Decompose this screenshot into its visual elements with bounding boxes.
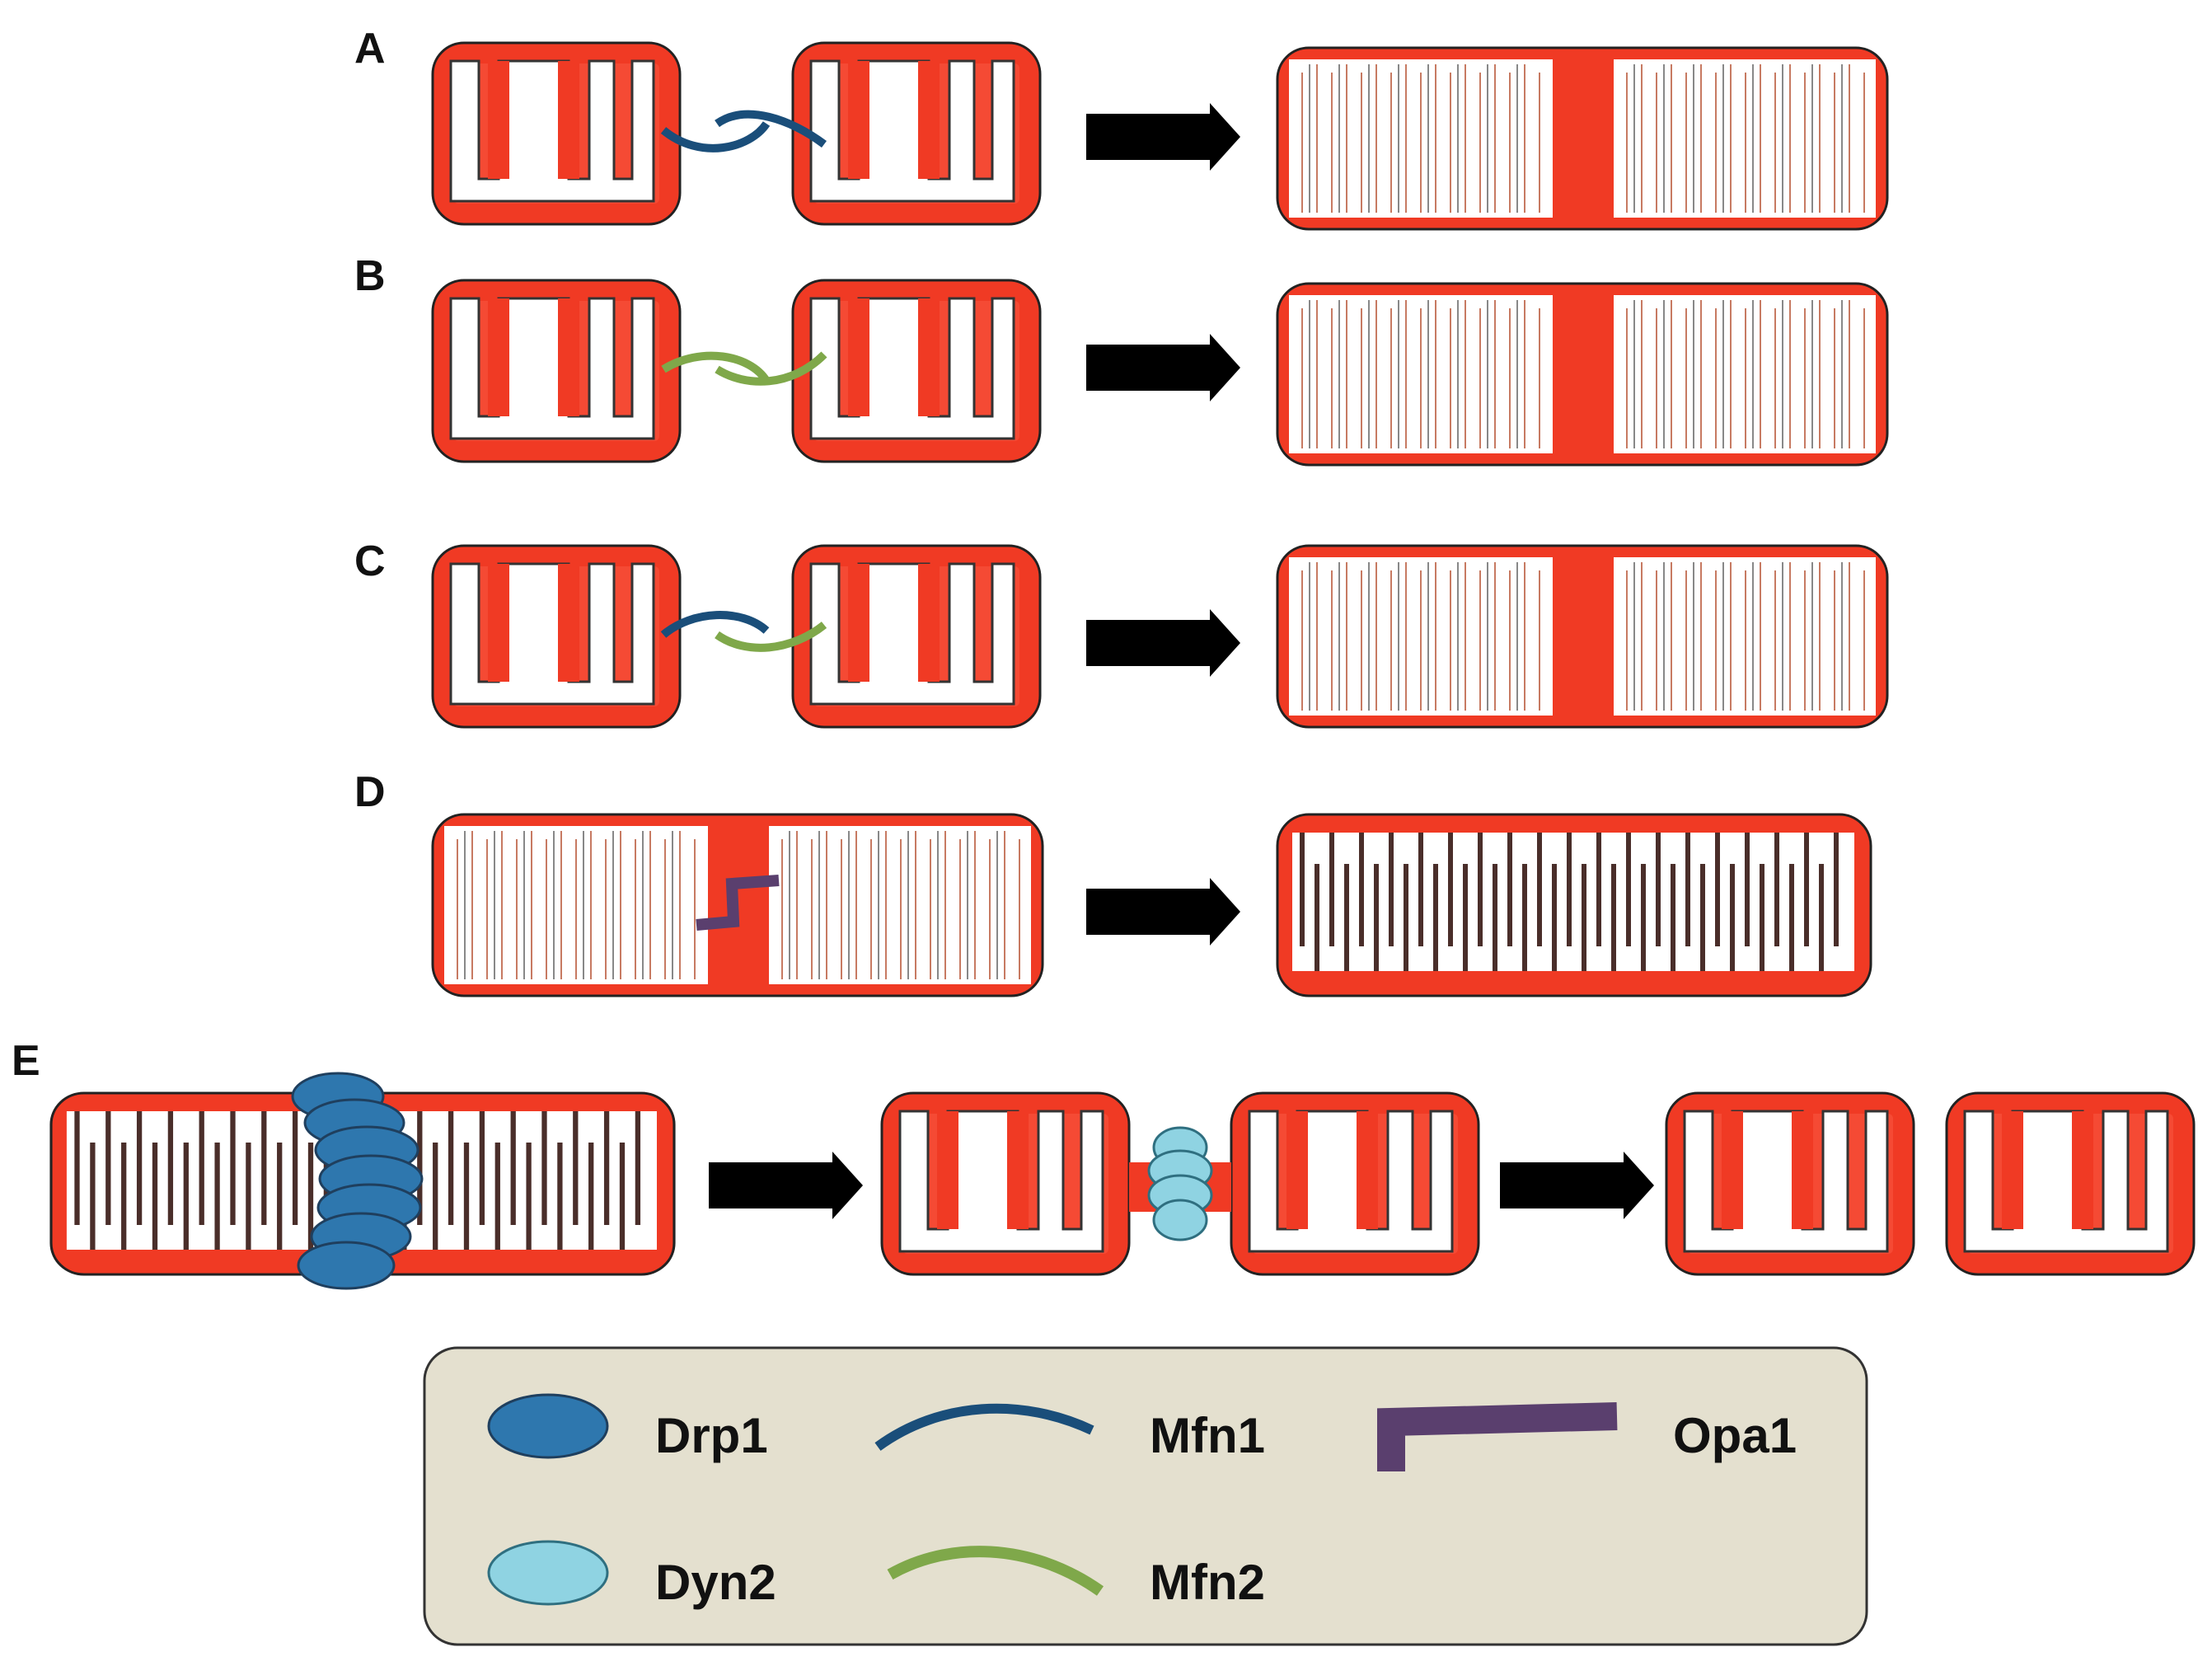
mfn1-tether — [660, 120, 771, 153]
mfn1-tether — [660, 611, 770, 638]
arrow-head — [1210, 609, 1240, 677]
arrow-body — [1086, 114, 1210, 160]
panel-d — [431, 814, 1871, 996]
mitochondrion-left — [882, 1093, 1129, 1274]
panel-label-b: B — [354, 252, 386, 300]
mitochondrion-zigzag-cristae — [1277, 814, 1871, 996]
panel-a — [433, 43, 1889, 231]
fused-mitochondrion — [1276, 282, 1889, 467]
fused-mitochondrion — [1276, 46, 1889, 231]
fused-mitochondrion — [1276, 544, 1889, 729]
daughter-mitochondrion-2 — [1947, 1093, 2194, 1274]
arrow-head — [1210, 103, 1240, 171]
drp1-legend-icon — [487, 1393, 609, 1459]
arrow-body — [1500, 1162, 1624, 1208]
arrow-body — [709, 1162, 832, 1208]
arrow-head — [1210, 878, 1240, 946]
arrow-body — [1086, 889, 1210, 935]
dyn2-ring — [1147, 1126, 1213, 1241]
arrow-body — [1086, 345, 1210, 391]
mitochondrion-left — [433, 43, 680, 224]
dyn2-legend-icon — [487, 1540, 609, 1606]
drp1-ring — [291, 1072, 424, 1290]
panel-label-d: D — [354, 768, 386, 816]
legend-label-opa1: Opa1 — [1673, 1408, 1797, 1463]
panel-b — [433, 280, 1889, 467]
arrow-head — [832, 1152, 863, 1219]
arrow-head — [1210, 334, 1240, 401]
panel-e — [51, 1072, 2194, 1290]
panel-label-a: A — [354, 25, 386, 73]
opa1-protein — [696, 875, 780, 931]
mfn2-tether — [661, 351, 771, 383]
mitochondrion-left — [433, 280, 680, 462]
mitochondrion-left — [433, 546, 680, 727]
mitochondrion-right — [1231, 1093, 1479, 1274]
mfn2-tether — [715, 622, 827, 652]
mfn2-legend-icon — [887, 1546, 1104, 1596]
panel-c — [433, 544, 1889, 729]
arrow-head — [1624, 1152, 1654, 1219]
legend: Drp1 Mfn1 Opa1 Dyn2 Mfn2 — [423, 1346, 1868, 1646]
mitochondrion-right — [793, 280, 1040, 462]
mitochondrion-right — [793, 546, 1040, 727]
opa1-legend-icon — [1377, 1402, 1618, 1471]
panel-label-c: C — [354, 537, 386, 585]
mfn2-tether — [715, 351, 827, 386]
panel-label-e: E — [12, 1037, 40, 1085]
mitochondrion-right — [793, 43, 1040, 224]
legend-label-mfn2: Mfn2 — [1150, 1555, 1265, 1610]
daughter-mitochondrion-1 — [1666, 1093, 1914, 1274]
mfn1-tether — [715, 110, 827, 148]
arrow-body — [1086, 620, 1210, 666]
legend-label-dyn2: Dyn2 — [655, 1555, 776, 1610]
mfn1-legend-icon — [874, 1403, 1094, 1451]
legend-label-drp1: Drp1 — [655, 1408, 768, 1463]
legend-box — [423, 1346, 1868, 1646]
legend-label-mfn1: Mfn1 — [1150, 1408, 1265, 1463]
